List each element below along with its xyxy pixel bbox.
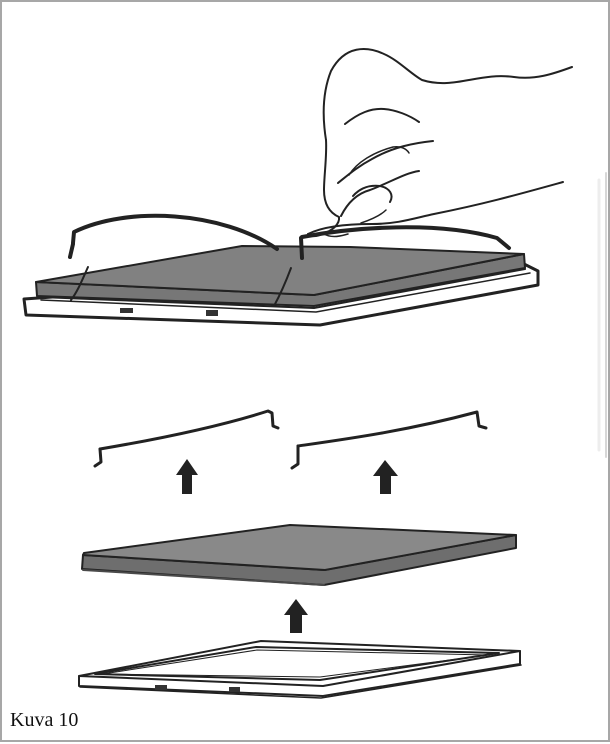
- lcd-panel: [82, 525, 516, 585]
- assembled-module: [24, 246, 538, 325]
- faint-edge-panel: [599, 173, 606, 457]
- mounting-frame: [79, 641, 521, 698]
- figure-caption: Kuva 10: [10, 709, 78, 731]
- separated-clips: [95, 411, 486, 468]
- hand-icon: [308, 49, 572, 237]
